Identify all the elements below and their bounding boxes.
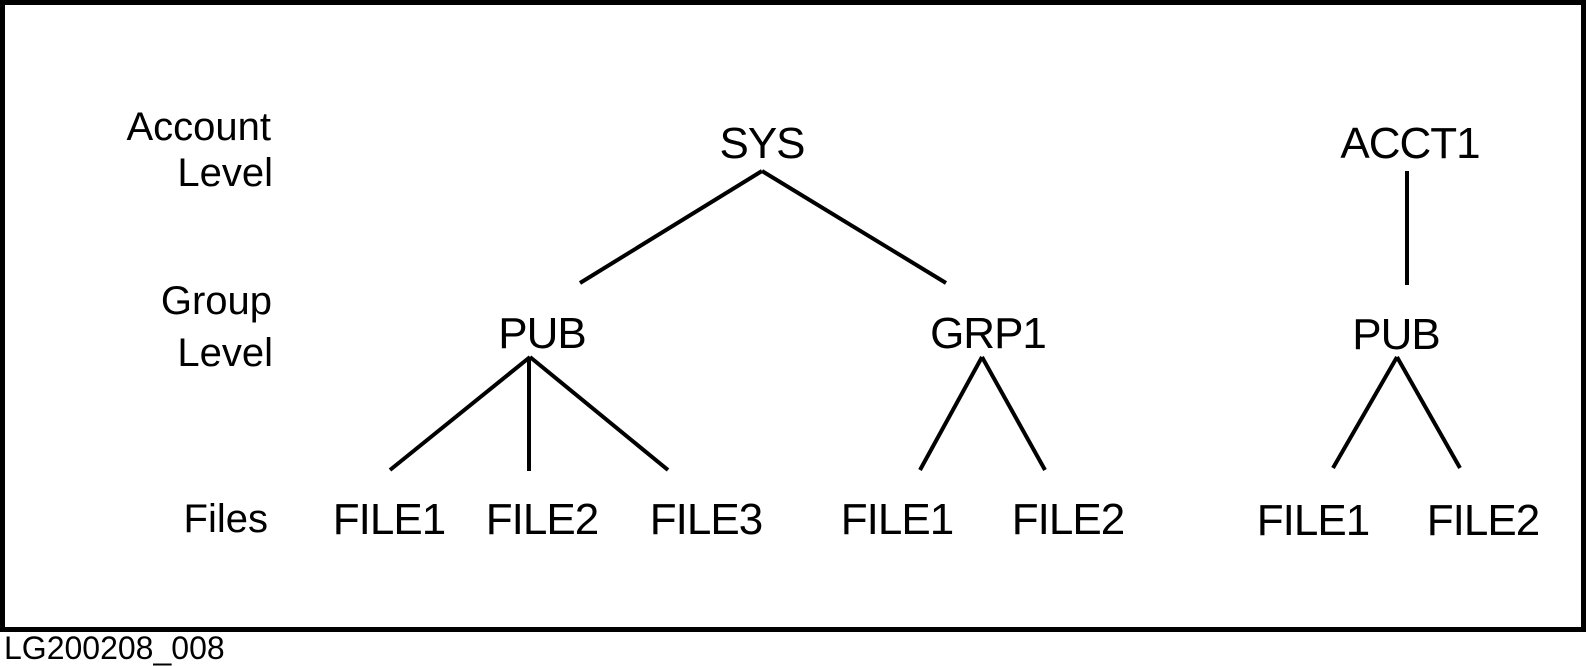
node-file2-pub-sys: FILE2	[486, 495, 598, 544]
edge-pub-acct1-to-file1	[1331, 356, 1399, 469]
node-group-grp1-sys: GRP1	[930, 309, 1046, 358]
figure-id-caption: LG200208_008	[4, 630, 225, 666]
node-file1-pub-sys: FILE1	[333, 495, 445, 544]
node-file3-pub-sys: FILE3	[650, 495, 762, 544]
node-file1-grp1-sys: FILE1	[841, 495, 953, 544]
node-group-pub-acct1: PUB	[1352, 310, 1439, 359]
edge-pub-sys-to-file1	[388, 355, 532, 472]
node-group-pub-sys: PUB	[498, 309, 585, 358]
edge-pub-sys-to-file3	[528, 355, 670, 472]
diagram-border	[0, 0, 1586, 632]
group-level-label-line1: Group	[161, 279, 272, 323]
node-file2-grp1-sys: FILE2	[1012, 495, 1124, 544]
account-level-label-line2: Level	[177, 151, 273, 195]
account-level-label-line1: Account	[126, 105, 271, 149]
edge-pub-acct1-to-file2	[1395, 356, 1462, 469]
edge-grp1-to-file1	[918, 356, 984, 471]
node-account-acct1: ACCT1	[1340, 119, 1479, 168]
group-level-label-line2: Level	[177, 331, 273, 375]
files-label: Files	[184, 497, 268, 541]
node-file1-pub-acct1: FILE1	[1257, 496, 1369, 545]
edge-grp1-to-file2	[980, 356, 1047, 471]
node-file2-pub-acct1: FILE2	[1427, 496, 1539, 545]
edge-sys-to-pub	[578, 169, 764, 285]
edge-sys-to-grp1	[760, 169, 948, 285]
node-account-sys: SYS	[719, 119, 804, 168]
